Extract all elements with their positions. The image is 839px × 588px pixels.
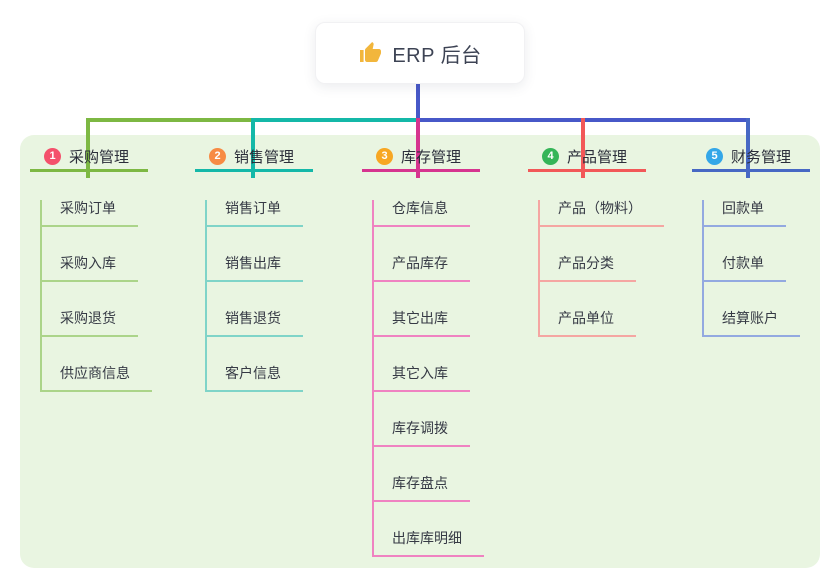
child-node[interactable]: 客户信息 (207, 365, 303, 392)
child-node[interactable]: 产品库存 (374, 255, 470, 282)
child-node[interactable]: 采购退货 (42, 310, 138, 337)
child-node[interactable]: 库存调拨 (374, 420, 470, 447)
branch-label: 产品管理 (567, 149, 628, 166)
child-node[interactable]: 产品分类 (540, 255, 636, 282)
root-node-label: ERP 后台 (392, 44, 482, 67)
branch-header[interactable]: 1 采购管理 (30, 148, 148, 172)
child-node[interactable]: 结算账户 (704, 310, 800, 337)
child-node[interactable]: 销售订单 (207, 200, 303, 227)
child-node[interactable]: 销售退货 (207, 310, 303, 337)
child-node[interactable]: 采购入库 (42, 255, 138, 282)
branch-label: 库存管理 (401, 149, 462, 166)
bus-line-segment (86, 118, 255, 122)
child-node[interactable]: 产品单位 (540, 310, 636, 337)
branch-children: 产品（物料） 产品分类产品单位 (538, 200, 664, 337)
branch-column: 4 产品管理产品（物料） 产品分类产品单位 (528, 148, 664, 337)
branch-column: 2 销售管理销售订单销售出库销售退货客户信息 (195, 148, 313, 392)
branch-label: 采购管理 (69, 149, 130, 166)
child-node[interactable]: 产品（物料） (540, 200, 664, 227)
branch-number-badge: 2 (209, 148, 226, 165)
root-stem-line (416, 82, 420, 118)
branch-drop-line (86, 118, 90, 178)
branch-label: 销售管理 (234, 149, 295, 166)
child-node[interactable]: 回款单 (704, 200, 786, 227)
child-node[interactable]: 销售出库 (207, 255, 303, 282)
branch-drop-line (416, 118, 420, 178)
child-node[interactable]: 其它入库 (374, 365, 470, 392)
branch-children: 采购订单采购入库采购退货供应商信息 (40, 200, 152, 392)
bus-line-segment (253, 118, 416, 122)
branch-column: 1 采购管理采购订单采购入库采购退货供应商信息 (30, 148, 152, 392)
branch-column: 5 财务管理回款单付款单结算账户 (692, 148, 810, 337)
branch-number-badge: 1 (44, 148, 61, 165)
branch-children: 销售订单销售出库销售退货客户信息 (205, 200, 313, 392)
root-node[interactable]: ERP 后台 (315, 22, 525, 84)
branch-column: 3 库存管理仓库信息产品库存其它出库其它入库库存调拨库存盘点出库库明细 (362, 148, 484, 557)
child-node[interactable]: 供应商信息 (42, 365, 152, 392)
branch-header[interactable]: 5 财务管理 (692, 148, 810, 172)
branch-header[interactable]: 2 销售管理 (195, 148, 313, 172)
child-node[interactable]: 采购订单 (42, 200, 138, 227)
child-node[interactable]: 库存盘点 (374, 475, 470, 502)
child-node[interactable]: 仓库信息 (374, 200, 470, 227)
branch-header[interactable]: 4 产品管理 (528, 148, 646, 172)
branch-label: 财务管理 (731, 149, 792, 166)
branch-drop-line (746, 118, 750, 178)
branch-drop-line (581, 118, 585, 178)
thumbs-up-icon (358, 41, 382, 65)
child-node[interactable]: 付款单 (704, 255, 786, 282)
child-node[interactable]: 出库库明细 (374, 530, 484, 557)
branch-header[interactable]: 3 库存管理 (362, 148, 480, 172)
branch-number-badge: 4 (542, 148, 559, 165)
branch-children: 仓库信息产品库存其它出库其它入库库存调拨库存盘点出库库明细 (372, 200, 484, 557)
branch-number-badge: 5 (706, 148, 723, 165)
child-node[interactable]: 其它出库 (374, 310, 470, 337)
branch-number-badge: 3 (376, 148, 393, 165)
branch-drop-line (251, 118, 255, 178)
branch-children: 回款单付款单结算账户 (702, 200, 810, 337)
branches-panel (20, 135, 820, 568)
